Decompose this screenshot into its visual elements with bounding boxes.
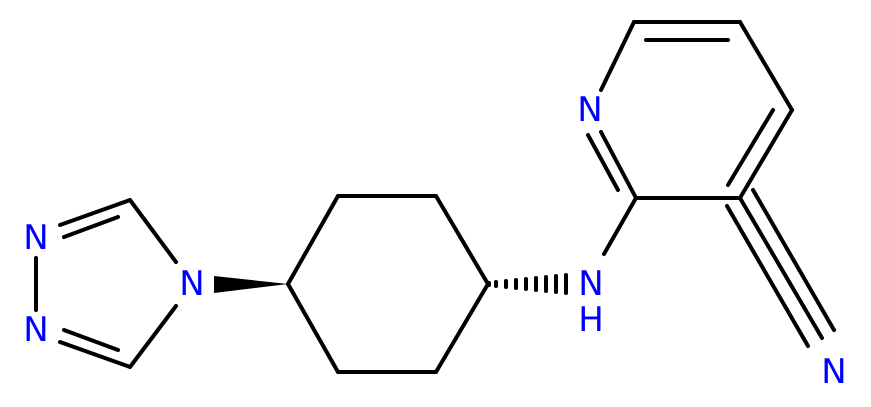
pyridine-ring bbox=[586, 20, 794, 200]
cy-bond-1 bbox=[434, 194, 490, 286]
atom-label-triazole-n2: N bbox=[23, 310, 48, 350]
atom-label-pyridine-n: N bbox=[577, 90, 602, 130]
bond-c4-c3 bbox=[738, 108, 794, 200]
nitrile-bond-1 bbox=[738, 196, 824, 340]
atom-label-amine-n: N bbox=[578, 264, 603, 304]
atom-label-amine-h: H bbox=[578, 300, 604, 340]
tz-c3-n4 bbox=[128, 304, 178, 369]
tz-c5-n1 bbox=[58, 198, 132, 227]
bond-c2-n1-inner bbox=[586, 133, 620, 192]
triazole-ring bbox=[34, 198, 178, 369]
atom-label-nitrile-n: N bbox=[821, 352, 846, 392]
atom-label-triazole-n1: N bbox=[23, 218, 48, 258]
cy-bond-4 bbox=[286, 282, 340, 374]
nitrile-bond-2 bbox=[751, 188, 836, 332]
tz-n4-c5 bbox=[128, 198, 178, 264]
nitrile-bond-3 bbox=[725, 204, 810, 348]
nitrile-group bbox=[725, 188, 836, 348]
bond-c2-n1 bbox=[599, 130, 638, 200]
atom-label-triazole-n4: N bbox=[179, 264, 204, 304]
tz-n2-c3 bbox=[58, 340, 132, 369]
cy-bond-3 bbox=[286, 194, 340, 286]
bond-c2-nh bbox=[602, 196, 638, 256]
hashed-wedge-bond bbox=[487, 273, 568, 295]
bond-c5-c4 bbox=[738, 20, 794, 112]
tz-n2-c3-inner bbox=[62, 328, 120, 352]
solid-wedge-bond bbox=[214, 276, 288, 293]
tz-c5-n1-inner bbox=[62, 215, 120, 239]
bond-n1-c6 bbox=[599, 20, 636, 92]
cy-bond-6 bbox=[434, 282, 490, 374]
bond-c4-c3-inner bbox=[726, 108, 775, 187]
cyclohexane-ring bbox=[286, 194, 490, 374]
